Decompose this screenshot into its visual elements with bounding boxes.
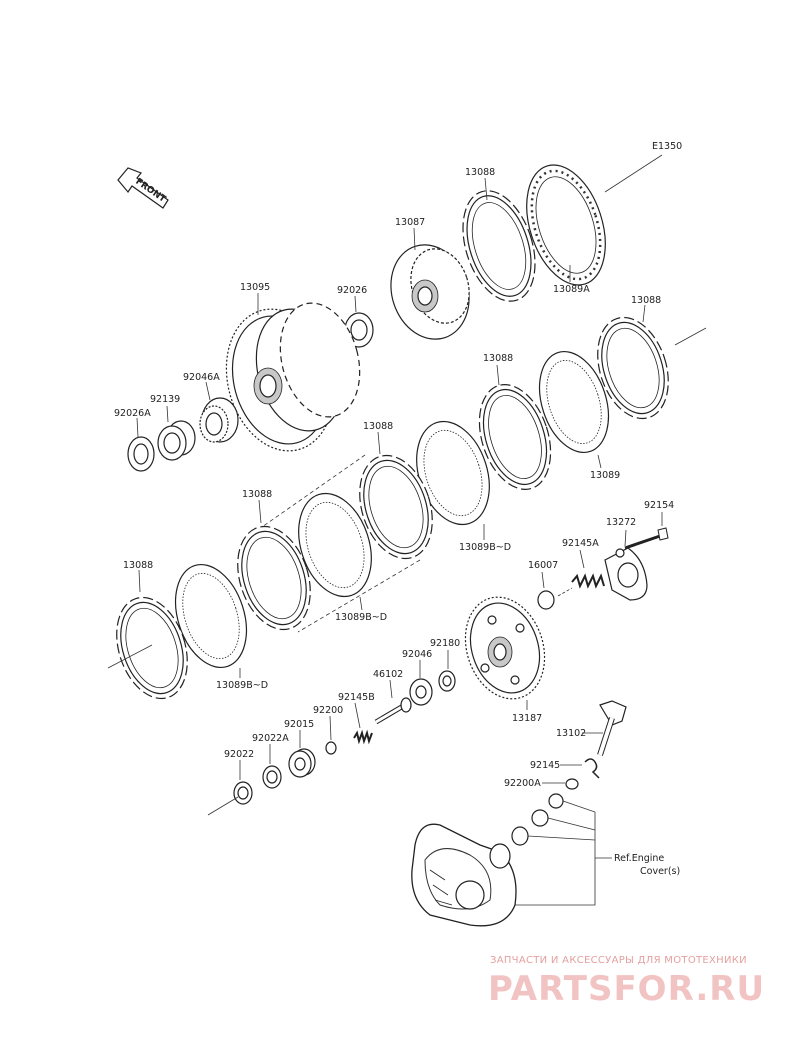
label-92026A: 92026A: [114, 408, 151, 419]
front-arrow-icon: FRONT: [117, 167, 169, 209]
label-ref-engine: Ref.Engine: [614, 853, 664, 864]
label-92200A: 92200A: [504, 778, 541, 789]
label-13088-right: 13088: [631, 295, 661, 306]
engine-cover: [411, 823, 517, 927]
label-13087: 13087: [395, 217, 425, 228]
part-92145B: [353, 729, 373, 745]
label-13089BD-1: 13089B~D: [459, 542, 511, 553]
label-13088-top: 13088: [465, 167, 495, 178]
part-13087: [390, 244, 470, 340]
watermark-logo: PARTSFOR.RU: [488, 969, 765, 1009]
part-92026A: [127, 436, 155, 472]
label-13089: 13089: [590, 470, 620, 481]
part-92015: [288, 748, 316, 778]
part-13095: [225, 302, 361, 452]
label-92145: 92145: [530, 760, 560, 771]
part-13187: [464, 596, 546, 700]
engine-cover-bearings: [511, 793, 564, 846]
part-13089A: [526, 164, 606, 286]
part-92200: [325, 741, 337, 755]
label-13272: 13272: [606, 517, 636, 528]
part-13089BD-2: [298, 492, 372, 598]
part-16007: [537, 590, 555, 610]
part-13088-d: [237, 525, 311, 631]
label-13089BD-2: 13089B~D: [335, 612, 387, 623]
label-13088-left: 13088: [123, 560, 153, 571]
label-92046A: 92046A: [183, 372, 220, 383]
diagram-code: E1350: [652, 141, 682, 152]
part-92046: [409, 678, 433, 706]
label-46102: 46102: [373, 669, 403, 680]
label-ref-cover: Cover(s): [640, 866, 680, 877]
label-13089BD-3: 13089B~D: [216, 680, 268, 691]
part-92145: [584, 758, 600, 779]
label-92026: 92026: [337, 285, 367, 296]
label-13102: 13102: [556, 728, 586, 739]
label-13088-d: 13088: [242, 489, 272, 500]
part-13088-mid: [478, 384, 552, 490]
label-13088-mid: 13088: [483, 353, 513, 364]
label-92180: 92180: [430, 638, 460, 649]
part-92022: [233, 781, 253, 805]
label-92200: 92200: [313, 705, 343, 716]
label-92145A: 92145A: [562, 538, 599, 549]
part-92180: [438, 670, 456, 692]
label-13187: 13187: [512, 713, 542, 724]
part-13088-top: [462, 190, 536, 302]
label-92139: 92139: [150, 394, 180, 405]
label-92046: 92046: [402, 649, 432, 660]
part-13088-left: [116, 596, 188, 700]
part-92154: [624, 527, 669, 550]
watermark-tagline: ЗАПЧАСТИ И АКСЕССУАРЫ ДЛЯ МОТОТЕХНИКИ: [490, 955, 747, 966]
part-92046A: [199, 397, 239, 443]
part-13089BD-3: [174, 563, 248, 669]
part-13102: [597, 700, 627, 756]
label-92022A: 92022A: [252, 733, 289, 744]
label-92145B: 92145B: [338, 692, 375, 703]
label-92015: 92015: [284, 719, 314, 730]
label-92022: 92022: [224, 749, 254, 760]
part-92139: [157, 420, 196, 461]
label-13089A: 13089A: [553, 284, 590, 295]
part-13088-c: [359, 454, 433, 560]
label-13088-c: 13088: [363, 421, 393, 432]
part-92145A: [571, 573, 605, 589]
label-92154: 92154: [644, 500, 674, 511]
label-16007: 16007: [528, 560, 558, 571]
part-13088-right: [597, 316, 669, 420]
part-13089: [538, 350, 610, 454]
watermark: ЗАПЧАСТИ И АКСЕССУАРЫ ДЛЯ МОТОТЕХНИКИ PA…: [488, 955, 765, 1009]
part-46102: [374, 697, 412, 725]
part-92022A: [262, 765, 282, 789]
label-13095: 13095: [240, 282, 270, 293]
part-13272: [604, 547, 648, 601]
part-92200A: [565, 778, 579, 790]
